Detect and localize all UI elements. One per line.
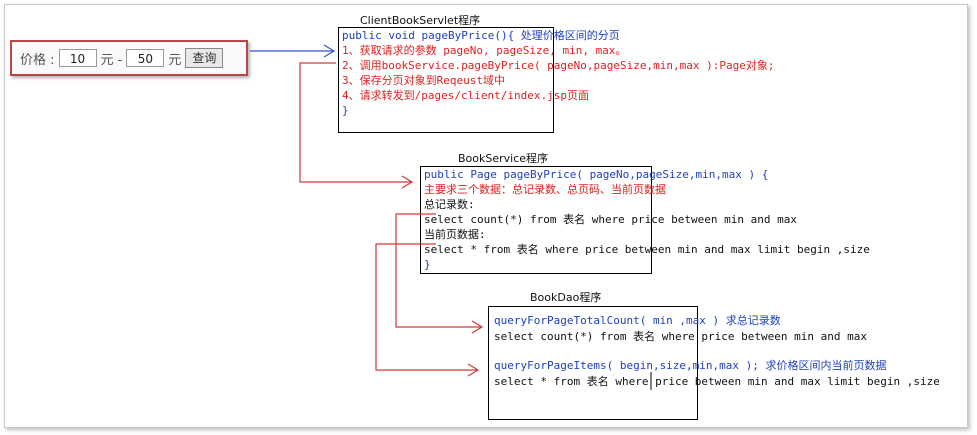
servlet-code-line: 2、调用bookService.pageByPrice( pageNo,page… [342,59,775,72]
query-button[interactable]: 查询 [185,48,224,68]
arrow-servlet-to-service [299,62,414,189]
service-code-line: select * from 表名 where price between min… [424,243,870,256]
servlet-code-line: 3、保存分页对象到Reqeust域中 [342,74,505,87]
service-code-line: } [424,258,431,271]
service-code-line: public Page pageByPrice( pageNo,pageSize… [424,168,769,181]
service-code-line: 当前页数据: [424,228,486,241]
arrow-items-to-dao [375,243,480,377]
service-code-line: select count(*) from 表名 where price betw… [424,213,797,226]
servlet-code-line: 4、请求转发到/pages/client/index.jsp页面 [342,89,589,102]
servlet-code-line: } [342,104,349,117]
unit-label: 元 [168,52,182,68]
servlet-code-line: public void pageByPrice(){ 处理价格区间的分页 [342,29,620,42]
diagram-frame [4,4,968,428]
servlet-box [338,27,554,133]
arrow-form-to-servlet [250,44,336,58]
dao-sql-count: select count(*) from 表名 where price betw… [494,330,867,343]
service-title: BookService程序 [458,152,549,165]
unit-dash-label: 元 - [100,52,123,68]
price-label: 价格 : [20,52,55,68]
min-price-input[interactable]: 10 [58,49,97,67]
arrow-count-to-dao [395,213,484,334]
dao-method-page-items: queryForPageItems( begin,size,min,max );… [494,359,887,372]
dao-sql-items: select * from 表名 where price between min… [494,375,940,388]
dao-title: BookDao程序 [530,291,602,304]
service-code-line: 总记录数: [424,198,475,211]
service-box [420,166,652,274]
service-code-line: 主要求三个数据：总记录数、总页码、当前页数据 [424,183,666,196]
servlet-code-line: 1、获取请求的参数 pageNo, pageSize, min, max。 [342,44,627,57]
dao-box [488,306,698,420]
price-filter-form: 价格 : 10 元 - 50 元 查询 [10,40,248,76]
max-price-input[interactable]: 50 [126,49,165,67]
dao-method-total-count: queryForPageTotalCount( min ,max ) 求总记录数 [494,314,781,327]
servlet-title: ClientBookServlet程序 [360,14,481,27]
